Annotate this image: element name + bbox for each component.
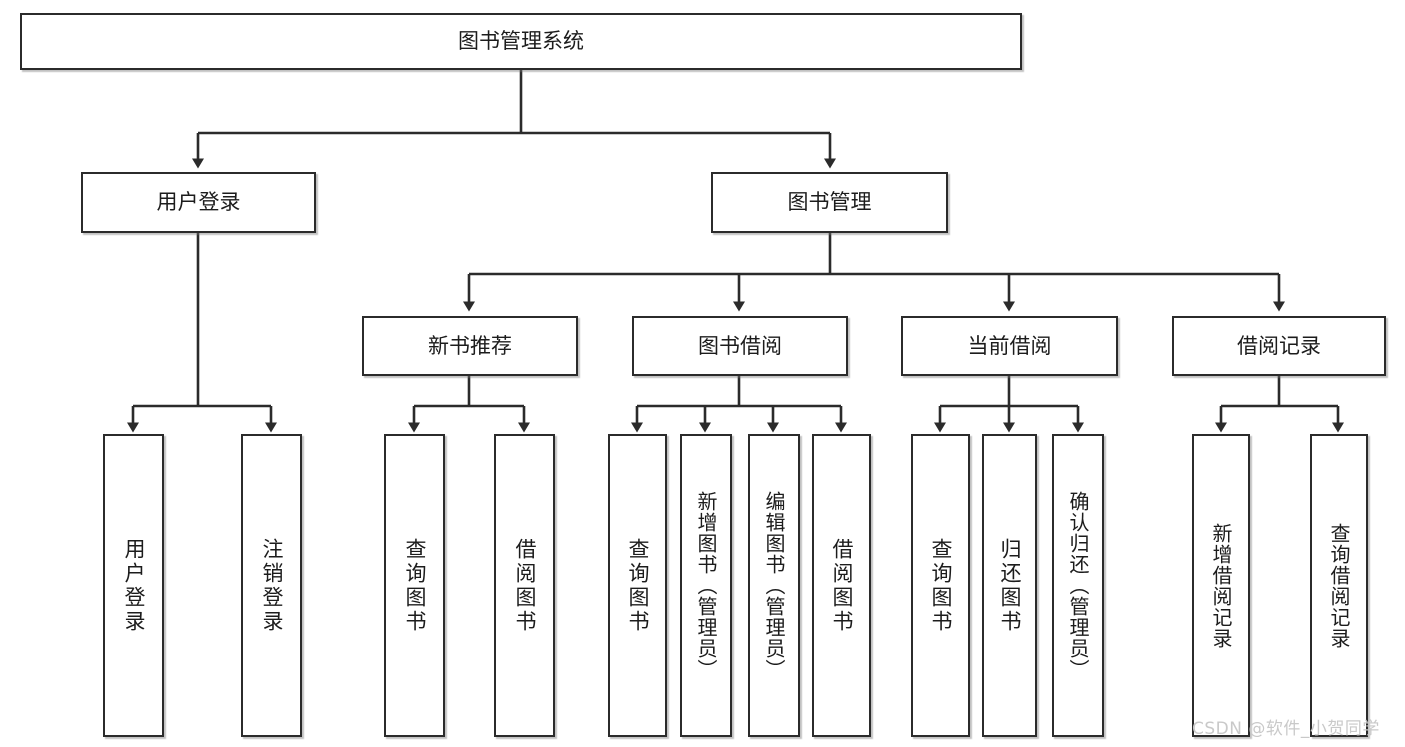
node-leaf-query-book-1-label: 查询图书: [403, 537, 427, 634]
node-leaf-logout-login[interactable]: 注销登录: [241, 434, 302, 737]
node-current-borrow[interactable]: 当前借阅: [901, 316, 1118, 376]
node-leaf-return-book[interactable]: 归还图书: [982, 434, 1037, 737]
node-user-login-label: 用户登录: [156, 190, 241, 215]
node-leaf-edit-book[interactable]: 编辑图书（管理员）: [748, 434, 800, 737]
node-leaf-return-book-label: 归还图书: [998, 537, 1022, 634]
node-user-login[interactable]: 用户登录: [81, 172, 316, 233]
node-leaf-edit-book-label: 编辑图书（管理员）: [762, 491, 786, 680]
node-leaf-query-record-label: 查询借阅记录: [1327, 522, 1351, 649]
node-leaf-borrow-book-2[interactable]: 借阅图书: [812, 434, 871, 737]
node-leaf-borrow-book-1-label: 借阅图书: [513, 537, 537, 634]
node-leaf-add-record[interactable]: 新增借阅记录: [1192, 434, 1250, 737]
node-new-book-recommend-label: 新书推荐: [428, 333, 512, 358]
node-borrow-record[interactable]: 借阅记录: [1172, 316, 1386, 376]
node-leaf-add-book-label: 新增图书（管理员）: [694, 491, 718, 680]
csdn-watermark: CSDN @软件_小贺同学: [1192, 719, 1380, 739]
node-book-management[interactable]: 图书管理: [711, 172, 948, 233]
node-leaf-borrow-book-1[interactable]: 借阅图书: [494, 434, 555, 737]
node-leaf-user-login-label: 用户登录: [122, 537, 146, 634]
node-leaf-query-book-3[interactable]: 查询图书: [911, 434, 970, 737]
node-book-borrow-label: 图书借阅: [698, 333, 782, 358]
node-leaf-add-book[interactable]: 新增图书（管理员）: [680, 434, 732, 737]
node-leaf-query-book-3-label: 查询图书: [929, 537, 953, 634]
node-leaf-borrow-book-2-label: 借阅图书: [830, 537, 854, 634]
node-borrow-record-label: 借阅记录: [1237, 333, 1321, 358]
node-current-borrow-label: 当前借阅: [967, 333, 1052, 358]
node-leaf-query-book-1[interactable]: 查询图书: [384, 434, 445, 737]
node-leaf-query-book-2-label: 查询图书: [626, 537, 650, 634]
node-leaf-query-record[interactable]: 查询借阅记录: [1310, 434, 1368, 737]
node-book-borrow[interactable]: 图书借阅: [632, 316, 848, 376]
node-leaf-user-login[interactable]: 用户登录: [103, 434, 164, 737]
node-leaf-confirm-return-label: 确认归还（管理员）: [1066, 491, 1090, 680]
node-new-book-recommend[interactable]: 新书推荐: [362, 316, 578, 376]
node-leaf-confirm-return[interactable]: 确认归还（管理员）: [1052, 434, 1104, 737]
node-root[interactable]: 图书管理系统: [20, 13, 1022, 70]
node-leaf-logout-login-label: 注销登录: [260, 537, 284, 634]
node-leaf-query-book-2[interactable]: 查询图书: [608, 434, 667, 737]
node-root-label: 图书管理系统: [458, 29, 584, 54]
node-leaf-add-record-label: 新增借阅记录: [1209, 522, 1233, 649]
node-book-management-label: 图书管理: [787, 190, 872, 215]
